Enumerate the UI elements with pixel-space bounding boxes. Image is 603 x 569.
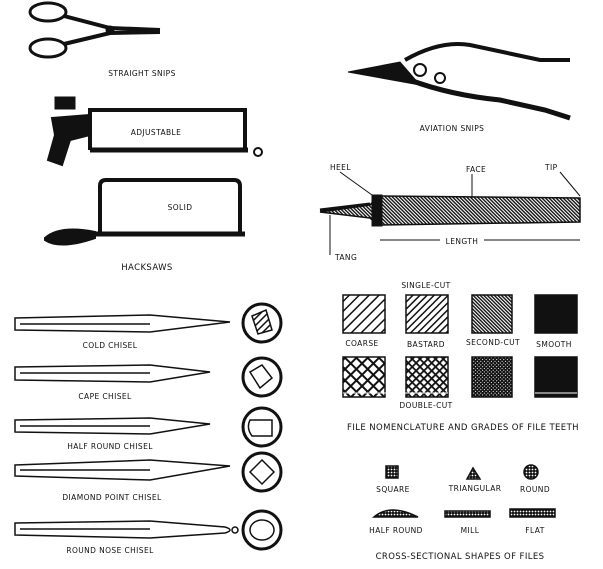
solid-hacksaw-drawing [44, 178, 245, 246]
chisel-label: CAPE CHISEL [78, 392, 132, 401]
section-label: MILL [461, 526, 480, 535]
straight-snips-drawing [28, 1, 161, 59]
chisel-drawings [14, 302, 283, 551]
swatch-smooth-single [534, 294, 578, 334]
chisel-label: COLD CHISEL [83, 341, 138, 350]
swatch-coarse-single [342, 294, 386, 334]
straight-snips-label: STRAIGHT SNIPS [108, 69, 175, 78]
single-cut-swatches [342, 294, 578, 334]
cross-sections-title: CROSS-SECTIONAL SHAPES OF FILES [376, 552, 545, 562]
mill-section-icon [444, 510, 491, 518]
chisel-label: ROUND NOSE CHISEL [66, 546, 154, 555]
swatch-coarse-double [342, 356, 386, 398]
swatch-second-cut-double [471, 356, 513, 398]
swatch-second-cut-single [471, 294, 513, 334]
section-label: ROUND [520, 485, 550, 494]
section-label: TRIANGULAR [448, 484, 502, 493]
swatch-bastard-single [405, 294, 449, 334]
half-round-section-icon [372, 509, 419, 518]
chisel-label: HALF ROUND CHISEL [67, 442, 153, 451]
cross-section-shapes [372, 464, 556, 518]
section-label: HALF ROUND [369, 526, 423, 535]
section-label: FLAT [525, 526, 544, 535]
grade-label: SMOOTH [536, 340, 572, 349]
grade-label: BASTARD [407, 340, 445, 349]
flat-section-icon [509, 508, 556, 518]
aviation-snips-label: AVIATION SNIPS [420, 124, 485, 133]
file-face-label: FACE [466, 165, 486, 174]
chisel-label: DIAMOND POINT CHISEL [62, 493, 162, 502]
file-teeth-title: FILE NOMENCLATURE AND GRADES OF FILE TEE… [347, 423, 579, 433]
swatch-bastard-double [405, 356, 449, 398]
square-section-icon [385, 465, 399, 479]
triangular-section-icon [465, 466, 482, 480]
file-heel-label: HEEL [330, 163, 351, 172]
swatch-smooth-double [534, 356, 578, 398]
double-cut-label: DOUBLE-CUT [399, 401, 452, 410]
adjustable-hacksaw-drawing [46, 96, 263, 167]
adjustable-hacksaw-label: ADJUSTABLE [131, 128, 182, 137]
grade-label: SECOND-CUT [466, 338, 520, 347]
aviation-snips-drawing [347, 42, 571, 121]
section-label: SQUARE [376, 485, 410, 494]
file-tip-label: TIP [544, 163, 558, 172]
grade-label: COARSE [345, 339, 378, 348]
hacksaws-title: HACKSAWS [121, 263, 172, 273]
file-tang-label: TANG [334, 253, 357, 262]
round-section-icon [523, 464, 539, 480]
solid-hacksaw-label: SOLID [168, 203, 193, 212]
file-drawing [319, 171, 581, 255]
double-cut-swatches [342, 356, 578, 398]
file-length-label: LENGTH [446, 237, 479, 246]
single-cut-label: SINGLE-CUT [401, 281, 450, 290]
